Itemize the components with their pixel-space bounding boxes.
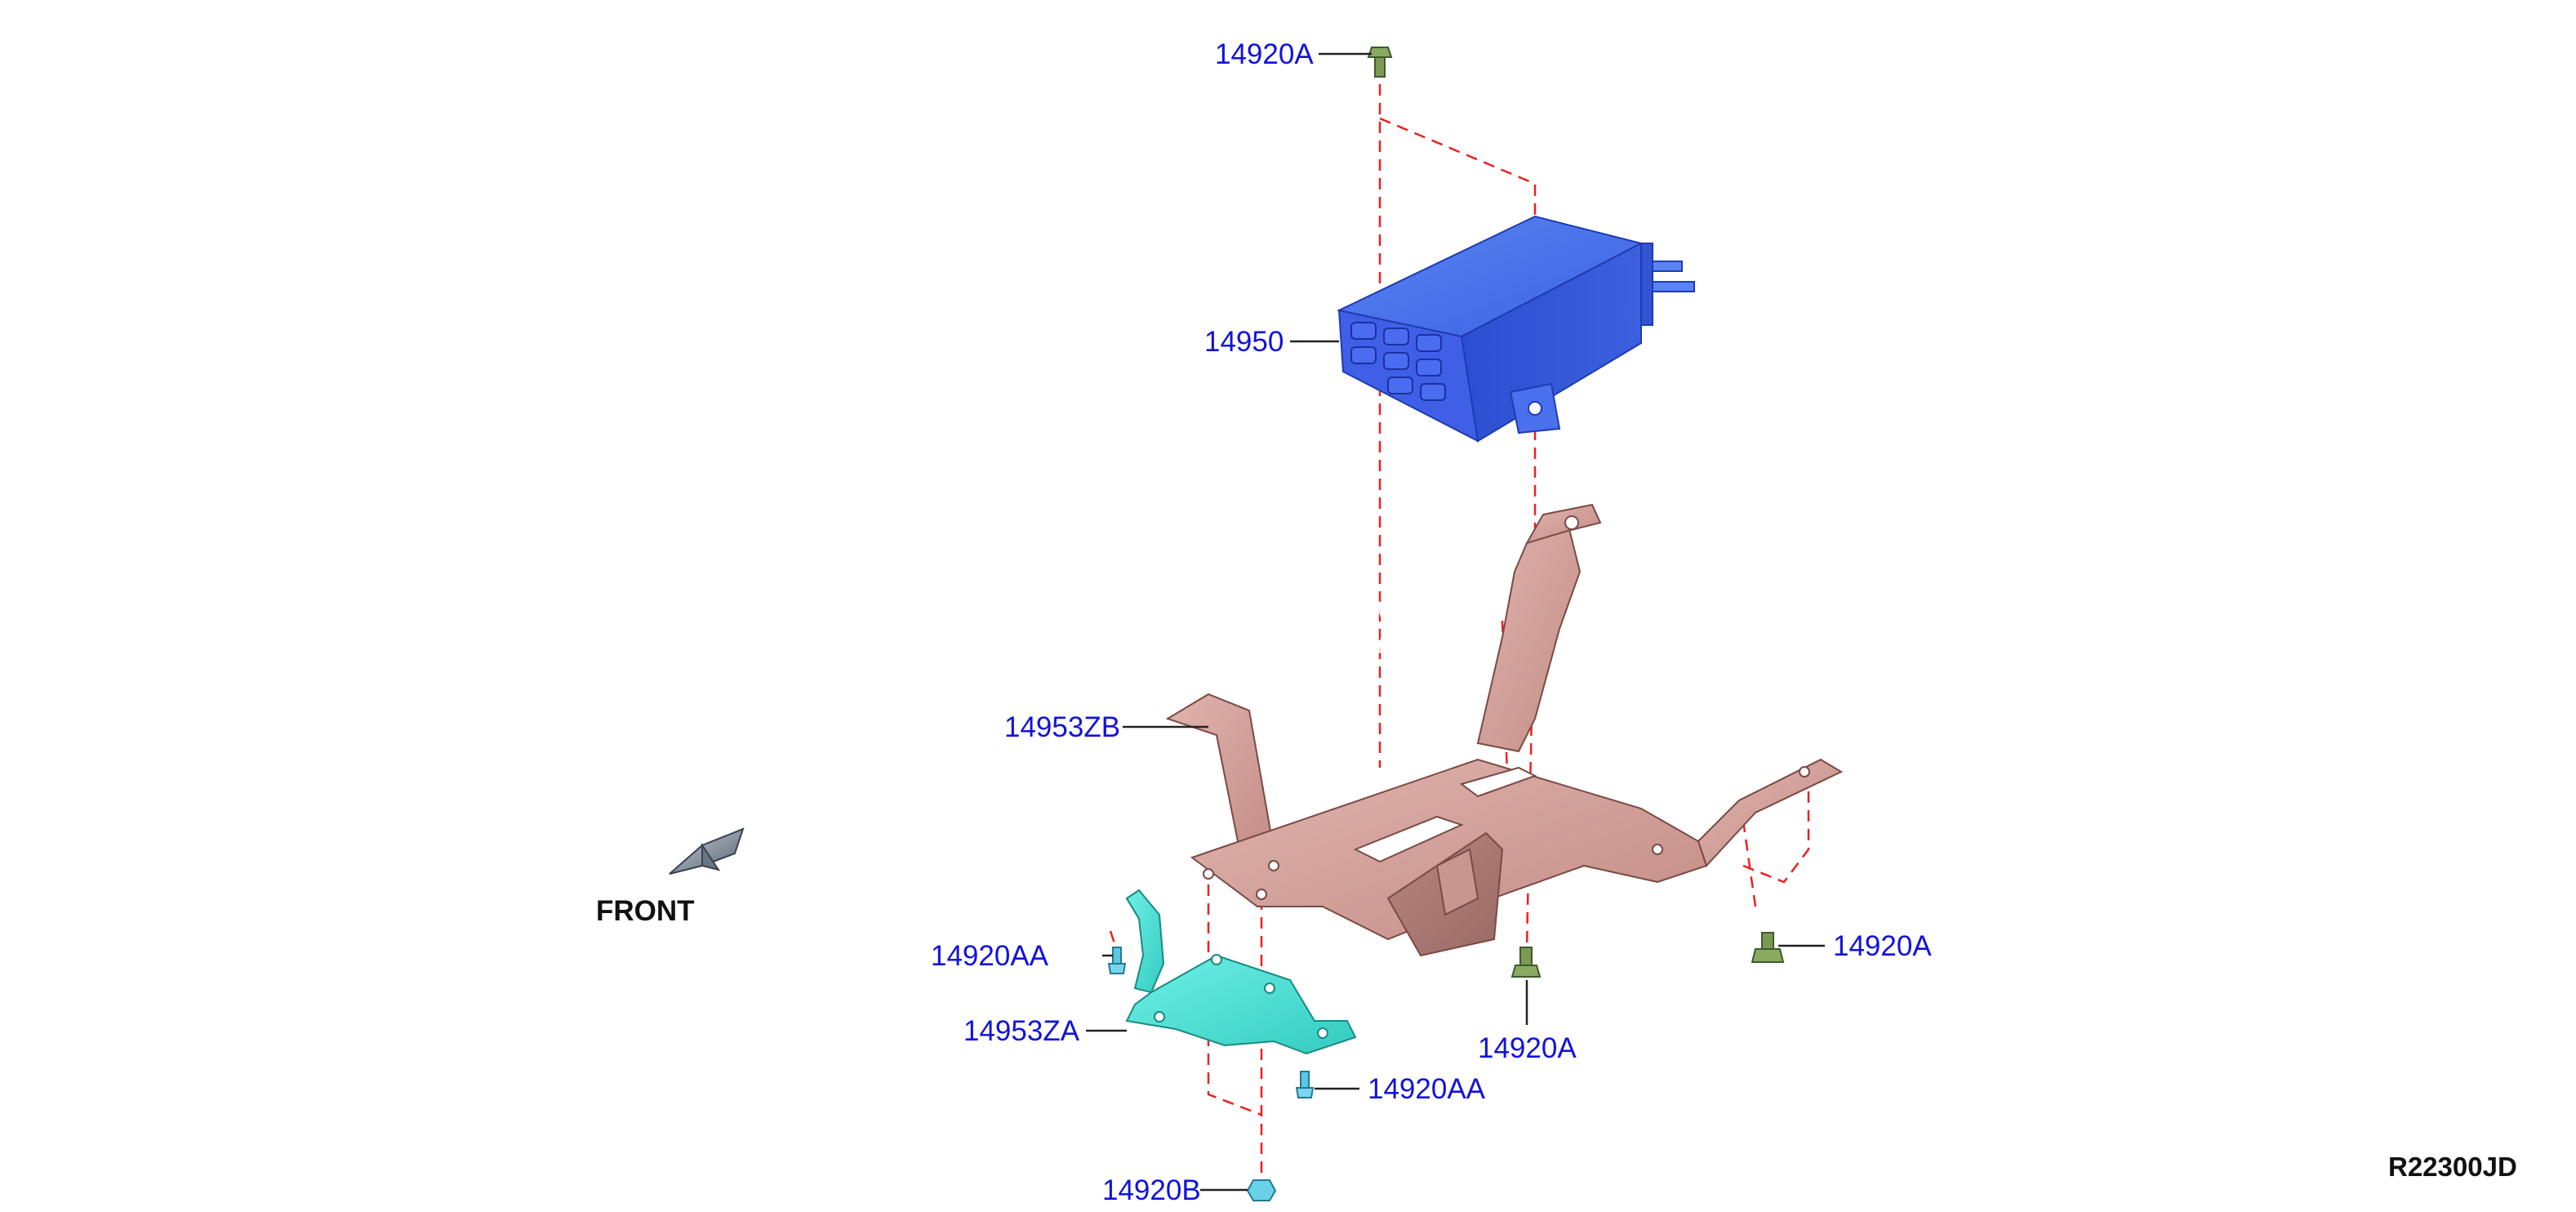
callout-14953zb: 14953ZB [1004, 711, 1120, 743]
front-label: FRONT [596, 895, 695, 927]
bolt-icon [1367, 47, 1393, 78]
leader-lines [1086, 52, 1825, 1192]
callout-14920a-bottom: 14920A [1478, 1032, 1577, 1064]
callout-14920aa-right: 14920AA [1368, 1073, 1486, 1105]
clip-icon [1107, 947, 1127, 974]
main-bracket-part [1165, 503, 1844, 957]
callout-14920b: 14920B [1102, 1174, 1201, 1206]
nut-icon [1246, 1179, 1277, 1201]
watermark: cat [1343, 565, 1484, 675]
callout-14920a-right: 14920A [1833, 930, 1932, 962]
front-arrow-icon [669, 827, 745, 875]
small-bracket-part [1125, 889, 1357, 1055]
callout-14950: 14950 [1204, 326, 1284, 358]
callout-14920aa-left: 14920AA [931, 940, 1049, 972]
reference-code: R22300JD [2388, 1152, 2517, 1182]
bolt-icon [1751, 932, 1785, 963]
callout-14953za: 14953ZA [963, 1015, 1080, 1047]
canister-part [1336, 215, 1695, 443]
bolt-icon [1510, 947, 1542, 978]
callout-14920a-top: 14920A [1215, 38, 1314, 70]
clip-icon [1295, 1071, 1315, 1098]
